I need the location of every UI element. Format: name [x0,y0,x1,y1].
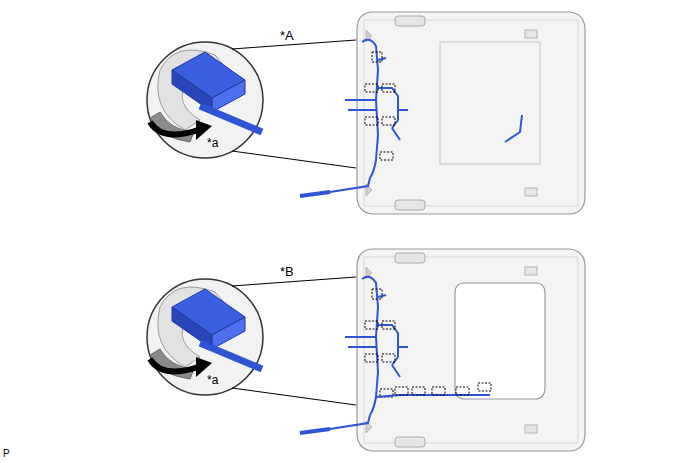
figure-code: P [3,449,10,459]
roof-top-view [300,249,585,451]
callout-label: *a [207,137,218,149]
view-label: *A [280,29,294,42]
callout-label: *a [207,374,218,386]
sunroof-opening [455,283,545,399]
detail-circle [147,40,356,168]
detail-circle [147,277,356,405]
view-label: *B [280,265,294,278]
roof-panel [440,42,540,164]
roof-top-view [300,12,585,214]
